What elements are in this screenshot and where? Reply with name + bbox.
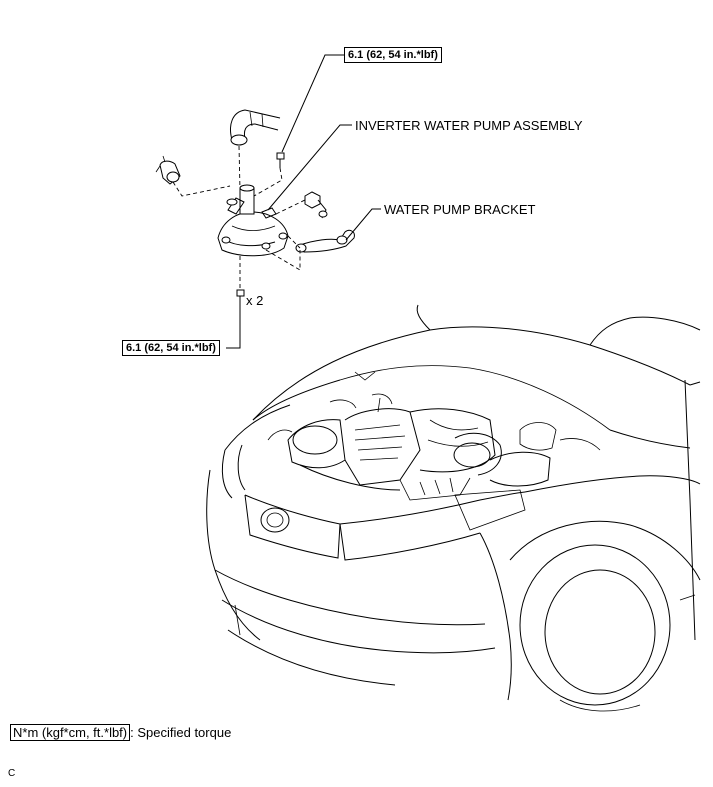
water-pump-bracket <box>295 229 355 253</box>
figure-code: C <box>8 768 16 779</box>
leader-lines <box>226 54 381 349</box>
water-pump-bracket-label: WATER PUMP BRACKET <box>384 202 536 217</box>
bolt-quantity-label: x 2 <box>246 293 264 308</box>
torque-unit-box: N*m (kgf*cm, ft.*lbf) <box>10 724 131 741</box>
engine-bay <box>267 393 601 501</box>
torque-legend-description: : Specified torque <box>130 725 232 740</box>
car-illustration <box>206 304 701 712</box>
torque-legend: N*m (kgf*cm, ft.*lbf): Specified torque <box>10 724 231 742</box>
hose-part <box>230 109 281 146</box>
bolt-bottom <box>236 289 245 306</box>
pump-connector <box>304 191 328 219</box>
exploded-components <box>155 54 381 349</box>
assembly-guide-lines <box>172 145 306 288</box>
torque-callout-top: 6.1 (62, 54 in.*lbf) <box>344 47 442 63</box>
bolt-top <box>276 152 285 168</box>
inverter-water-pump <box>217 184 289 257</box>
torque-callout-bottom: 6.1 (62, 54 in.*lbf) <box>122 340 220 356</box>
pump-assembly-label: INVERTER WATER PUMP ASSEMBLY <box>355 118 583 133</box>
connector-left <box>155 155 181 185</box>
